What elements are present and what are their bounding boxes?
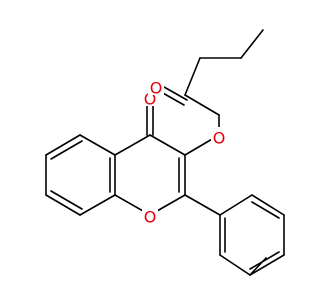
ester-oxygen-label: O	[213, 129, 226, 148]
structure-canvas: O O O O	[45, 29, 285, 276]
bond	[219, 194, 253, 216]
ring-oxygen-label: O	[144, 208, 157, 227]
bond	[184, 194, 221, 216]
atom-label-background	[211, 127, 227, 145]
bond	[251, 201, 280, 219]
bond	[114, 134, 151, 156]
bond	[219, 254, 251, 276]
bond	[45, 194, 81, 216]
ester-carbonyl-oxygen-label: O	[150, 79, 163, 98]
bond	[79, 194, 116, 216]
bond	[149, 134, 186, 156]
bond	[249, 254, 285, 276]
bond	[249, 257, 267, 276]
bond	[45, 134, 81, 156]
bond	[240, 29, 264, 59]
bond	[79, 134, 116, 156]
atom-labels: O O O O	[142, 77, 227, 227]
bond	[50, 190, 83, 210]
bond	[251, 194, 285, 216]
bonds	[45, 29, 285, 276]
atom-label-background	[148, 77, 164, 95]
bond	[184, 57, 201, 96]
bond	[184, 94, 220, 116]
molecule-drawing: O O O O	[45, 29, 285, 276]
bond	[50, 140, 83, 160]
atom-label-background	[142, 206, 158, 224]
